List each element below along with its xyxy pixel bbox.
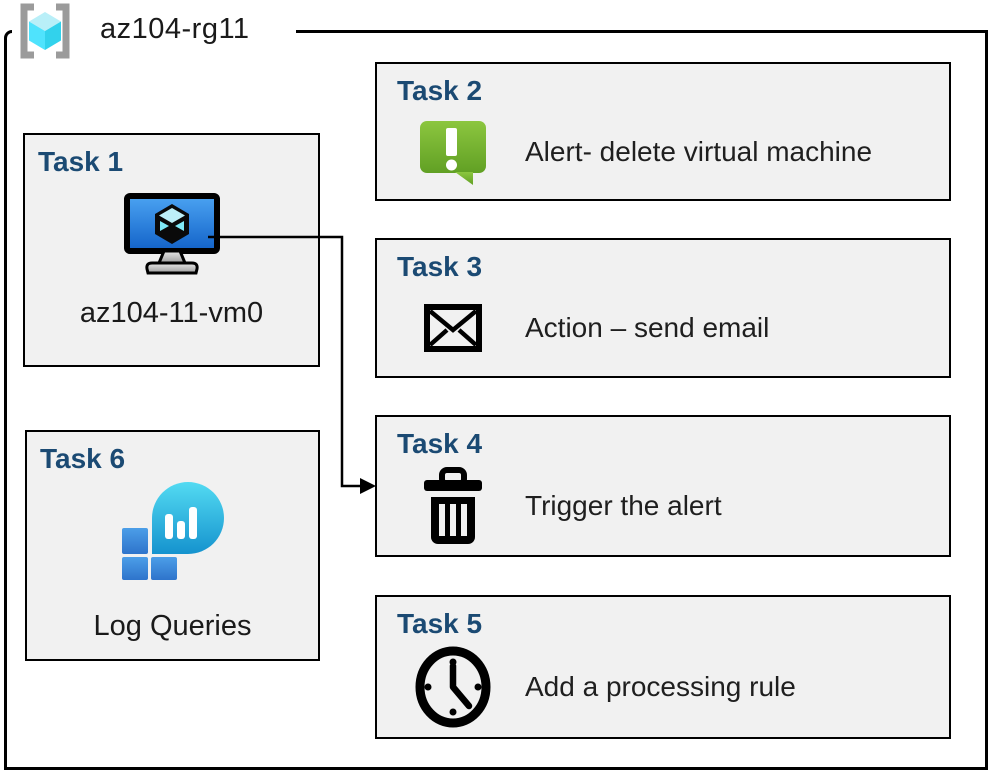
resource-group-name: az104-rg11 xyxy=(100,13,250,45)
task4-title: Task 4 xyxy=(397,428,483,459)
task2-label: Alert- delete virtual machine xyxy=(525,135,873,167)
resource-group-icon xyxy=(20,3,70,59)
task5-title: Task 5 xyxy=(397,608,483,639)
task3-title: Task 3 xyxy=(397,251,483,282)
task2-title: Task 2 xyxy=(397,75,483,106)
task6-title: Task 6 xyxy=(40,443,126,474)
task2-box: Task 2 Alert- delete virtual machin xyxy=(375,62,951,201)
task3-label: Action – send email xyxy=(525,312,770,343)
task6-box: Task 6 xyxy=(25,430,320,661)
task5-box: Task 5 Add a processing rule xyxy=(375,595,951,739)
clock-icon xyxy=(415,646,491,728)
task4-label: Trigger the alert xyxy=(525,490,722,521)
task5-label: Add a processing rule xyxy=(525,671,796,702)
task6-label: Log Queries xyxy=(93,610,252,642)
log-analytics-icon xyxy=(121,482,224,580)
task1-label: az104-11-vm0 xyxy=(79,297,264,329)
virtual-machine-icon xyxy=(123,193,220,275)
email-envelope-icon xyxy=(424,304,482,352)
task1-box: Task 1 xyxy=(23,133,320,367)
alert-message-icon xyxy=(420,120,486,185)
task1-title: Task 1 xyxy=(38,146,124,177)
task3-box: Task 3 Action – send email xyxy=(375,238,951,378)
trash-icon xyxy=(424,467,482,544)
task4-box: Task 4 Trigger the alert xyxy=(375,415,951,557)
frame-label-gap xyxy=(12,25,296,37)
